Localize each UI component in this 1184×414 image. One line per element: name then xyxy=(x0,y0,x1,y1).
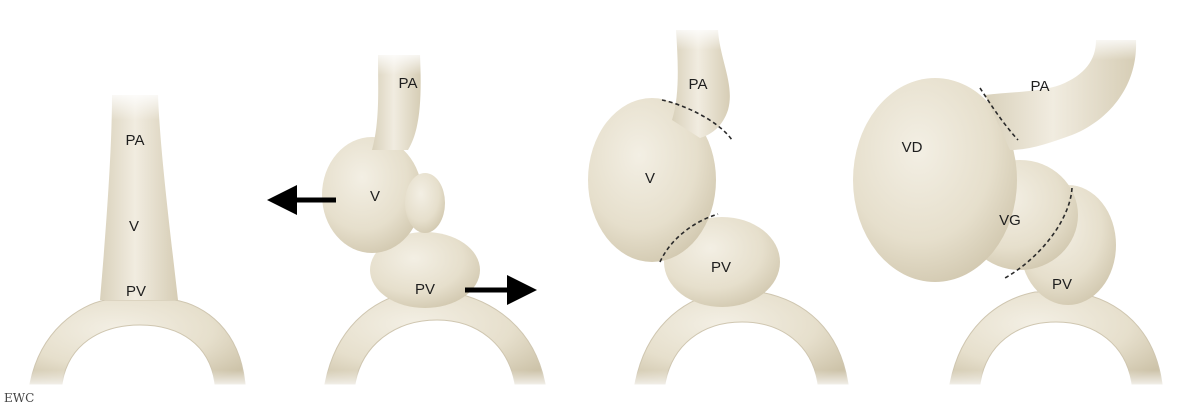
label-pa-3: PA xyxy=(689,76,708,93)
label-v-2: V xyxy=(370,188,380,205)
label-pa-2: PA xyxy=(399,75,418,92)
panel-3-dilated-loop: PA V PV xyxy=(588,25,848,384)
label-pv-4: PV xyxy=(1052,276,1072,293)
tube-1 xyxy=(100,95,178,300)
label-v-1: V xyxy=(129,218,139,235)
illustrator-signature: EWC xyxy=(4,391,34,405)
panel-2-looping-tube: PA V PV xyxy=(282,50,545,384)
label-vg-4: VG xyxy=(999,212,1021,229)
label-vd-4: VD xyxy=(902,139,923,156)
label-pa-4: PA xyxy=(1031,78,1050,95)
label-pv-2: PV xyxy=(415,281,435,298)
label-v-3: V xyxy=(645,170,655,187)
label-pa-1: PA xyxy=(126,132,145,149)
label-pv-1: PV xyxy=(126,283,146,300)
label-pv-3: PV xyxy=(711,259,731,276)
panel-1-straight-tube: PA V PV xyxy=(30,90,245,384)
panel-4-divided-ventricles: PA VD VG PV xyxy=(853,35,1162,384)
